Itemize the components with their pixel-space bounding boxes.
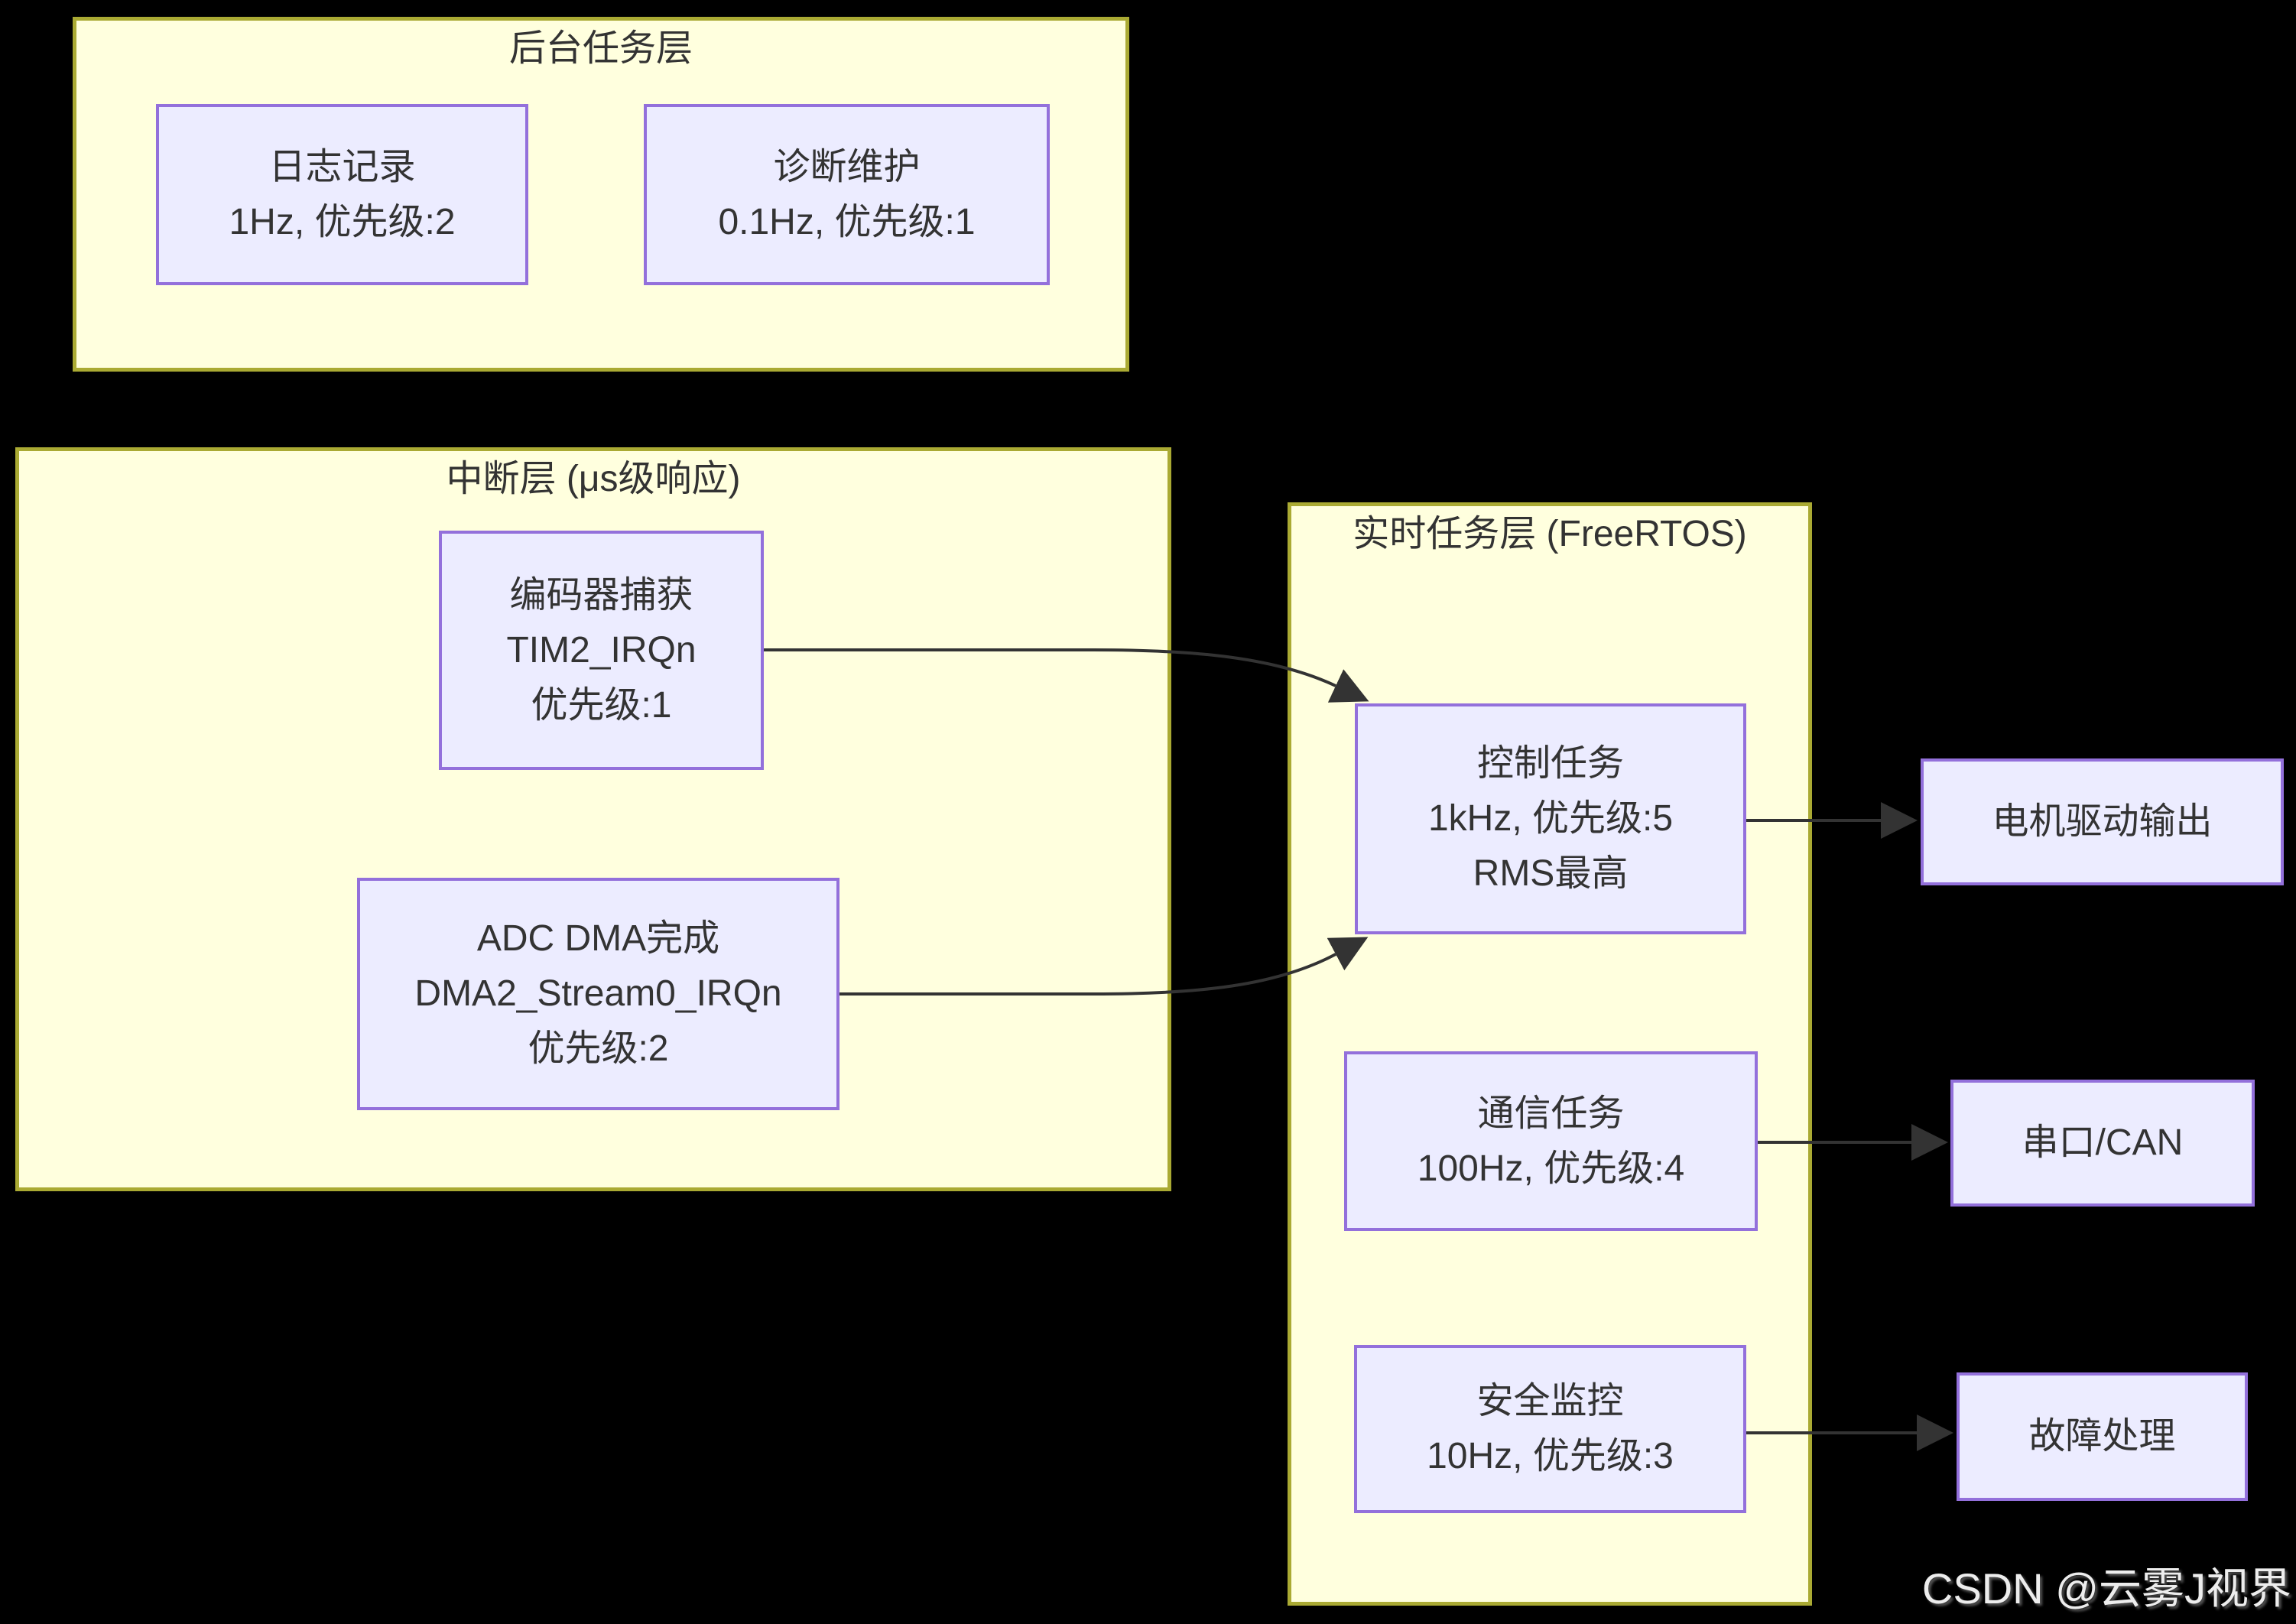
watermark-text: CSDN @云雾J视界 [1921, 1564, 2291, 1613]
node-motor: 电机驱动输出 [1921, 758, 2284, 885]
node-safety: 安全监控 10Hz, 优先级:3 [1354, 1345, 1746, 1513]
node-log: 日志记录 1Hz, 优先级:2 [156, 104, 528, 285]
node-encoder: 编码器捕获 TIM2_IRQn 优先级:1 [439, 531, 764, 770]
node-fault: 故障处理 [1957, 1372, 2248, 1501]
node-ctrl: 控制任务 1kHz, 优先级:5 RMS最高 [1355, 703, 1746, 934]
node-diag: 诊断维护 0.1Hz, 优先级:1 [644, 104, 1050, 285]
node-adc: ADC DMA完成 DMA2_Stream0_IRQn 优先级:2 [357, 878, 839, 1110]
node-comm: 通信任务 100Hz, 优先级:4 [1344, 1051, 1758, 1231]
cluster-interrupt-layer-title: 中断层 (μs级响应) [446, 459, 741, 499]
cluster-background-task-layer-title: 后台任务层 [508, 28, 693, 69]
cluster-rtos-layer-title: 实时任务层 (FreeRTOS) [1353, 514, 1747, 554]
node-serial: 串口/CAN [1950, 1080, 2255, 1207]
